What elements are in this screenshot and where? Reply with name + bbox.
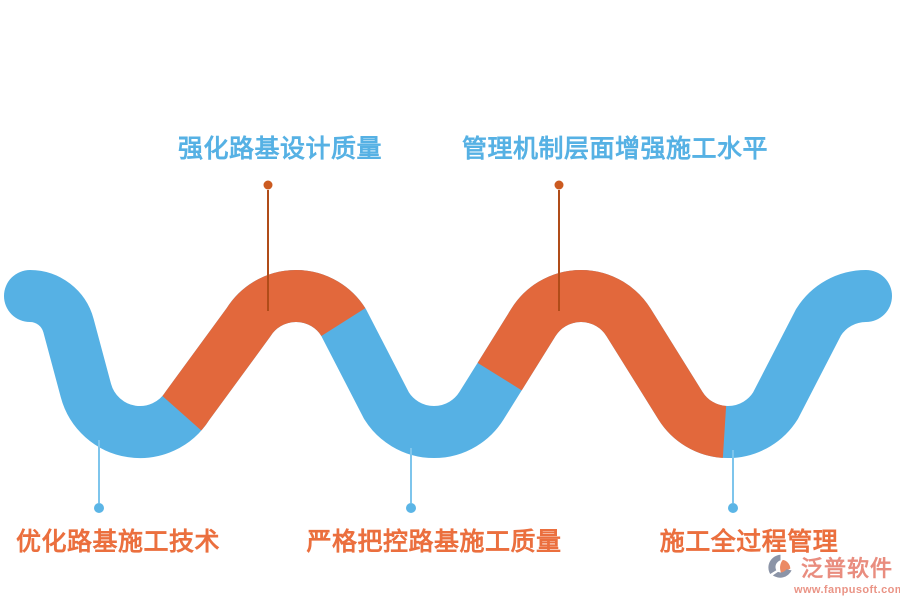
wave-ribbon-blue bbox=[4, 270, 892, 459]
step-label-bottom-2: 严格把控路基施工质量 bbox=[306, 528, 562, 556]
leader-dot bbox=[406, 503, 416, 513]
top-marker-2 bbox=[554, 180, 564, 311]
bottom-marker-3 bbox=[728, 450, 738, 513]
step-label-bottom-3: 施工全过程管理 bbox=[659, 528, 839, 556]
top-marker-1 bbox=[263, 180, 273, 311]
vendor-brand-name: 泛普软件 bbox=[801, 556, 894, 581]
step-label-top-1: 强化路基设计质量 bbox=[177, 135, 383, 163]
leader-dot bbox=[94, 503, 104, 513]
bottom-marker-2 bbox=[406, 448, 416, 513]
fanpu-logo-icon bbox=[768, 554, 792, 578]
leader-dot bbox=[554, 180, 564, 190]
vendor-website: www.fanpusoft.com bbox=[794, 584, 900, 596]
leader-dot bbox=[728, 503, 738, 513]
bottom-marker-1 bbox=[94, 440, 104, 513]
vendor-watermark: 泛普软件 www.fanpusoft.com bbox=[768, 551, 900, 596]
leader-dot bbox=[263, 180, 273, 190]
step-label-top-2: 管理机制层面增强施工水平 bbox=[461, 135, 769, 163]
step-label-bottom-1: 优化路基施工技术 bbox=[15, 528, 221, 556]
